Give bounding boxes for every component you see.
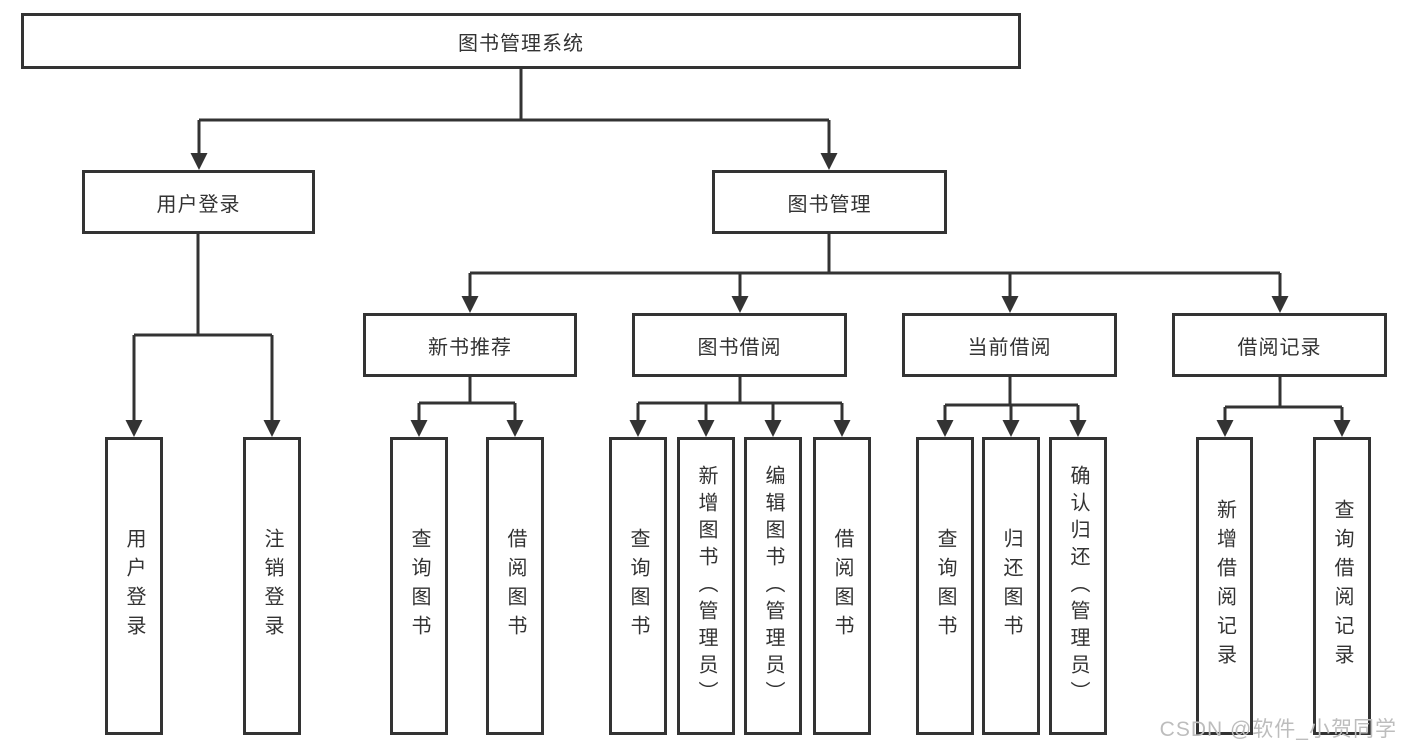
node-book-borrowing: 图书借阅 [632, 313, 847, 377]
leaf-logout-label: 注销登录 [261, 528, 283, 644]
node-borrowing-records-label: 借阅记录 [1237, 336, 1322, 359]
leaf-query-books-current: 查询图书 [916, 437, 974, 735]
leaf-borrow-books-recommendation: 借阅图书 [486, 437, 544, 735]
connector-newbook-to-leaves [410, 377, 524, 437]
connector-root-to-level2 [190, 69, 838, 170]
leaf-add-books-admin: 新增图书（管理员） [677, 437, 735, 735]
node-current-borrowing-label: 当前借阅 [967, 336, 1052, 359]
leaf-borrow-books-borrowing: 借阅图书 [813, 437, 871, 735]
connector-userlogin-to-leaves [125, 234, 281, 437]
node-book-borrowing-label: 图书借阅 [697, 336, 782, 359]
leaf-user-login-label: 用户登录 [123, 528, 145, 644]
connector-bookmgmt-to-level3 [461, 234, 1289, 313]
node-root-system: 图书管理系统 [21, 13, 1021, 69]
leaf-return-books: 归还图书 [982, 437, 1040, 735]
connector-records-to-leaves [1216, 377, 1351, 437]
node-current-borrowing: 当前借阅 [902, 313, 1117, 377]
leaf-add-borrowing-record-label: 新增借阅记录 [1213, 499, 1236, 673]
leaf-add-borrowing-record: 新增借阅记录 [1196, 437, 1253, 735]
node-new-book-recommendation: 新书推荐 [363, 313, 577, 377]
node-book-management-label: 图书管理 [787, 193, 872, 216]
leaf-borrow-books-recommendation-label: 借阅图书 [504, 528, 526, 644]
leaf-query-books-current-label: 查询图书 [934, 528, 956, 644]
connector-bookborrow-to-leaves [629, 377, 851, 437]
node-borrowing-records: 借阅记录 [1172, 313, 1387, 377]
leaf-query-borrowing-record: 查询借阅记录 [1313, 437, 1371, 735]
leaf-confirm-return-admin-label: 确认归还（管理员） [1067, 464, 1089, 708]
leaf-borrow-books-borrowing-label: 借阅图书 [831, 528, 853, 644]
leaf-return-books-label: 归还图书 [1000, 528, 1022, 644]
leaf-query-books-recommendation: 查询图书 [390, 437, 448, 735]
node-user-login: 用户登录 [82, 170, 315, 234]
leaf-query-books-borrowing: 查询图书 [609, 437, 667, 735]
leaf-add-books-admin-label: 新增图书（管理员） [695, 464, 717, 708]
leaf-query-books-recommendation-label: 查询图书 [408, 528, 430, 644]
leaf-confirm-return-admin: 确认归还（管理员） [1049, 437, 1107, 735]
leaf-logout: 注销登录 [243, 437, 301, 735]
node-book-management: 图书管理 [712, 170, 947, 234]
node-root-system-label: 图书管理系统 [458, 32, 584, 55]
leaf-query-borrowing-record-label: 查询借阅记录 [1331, 499, 1353, 673]
node-new-book-recommendation-label: 新书推荐 [428, 336, 512, 359]
leaf-edit-books-admin: 编辑图书（管理员） [744, 437, 802, 735]
node-user-login-label: 用户登录 [156, 193, 241, 216]
leaf-query-books-borrowing-label: 查询图书 [627, 528, 649, 644]
leaf-edit-books-admin-label: 编辑图书（管理员） [762, 464, 784, 708]
csdn-watermark: CSDN @软件_小贺同学 [1159, 718, 1397, 741]
connector-currentborrow-to-leaves [936, 377, 1087, 437]
leaf-user-login: 用户登录 [105, 437, 163, 735]
